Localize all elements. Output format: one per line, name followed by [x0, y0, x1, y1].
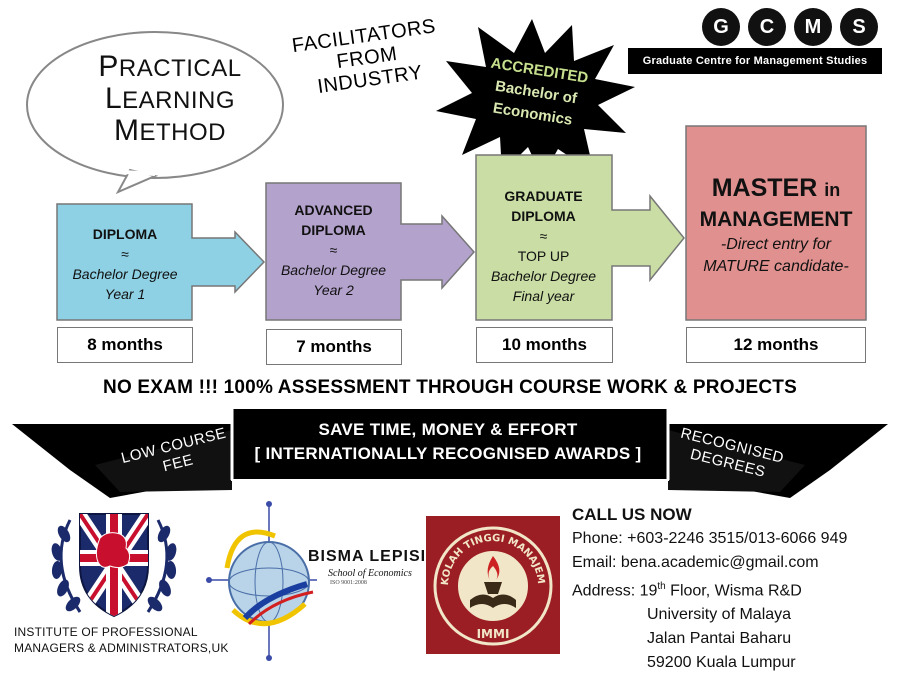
duration-graduate-diploma: 10 months [476, 327, 613, 363]
contact-address-line: 59200 Kuala Lumpur [647, 654, 796, 672]
step-master-text: MASTER in MANAGEMENT -Direct entry for M… [699, 174, 853, 275]
contact-block: CALL US NOW Phone: +603-2246 3515/013-60… [572, 503, 892, 675]
practical-learning-method: PRACTICAL LEARNING METHOD [98, 50, 242, 147]
logo-letter-g: G [702, 8, 740, 46]
step-diploma-box [56, 203, 266, 321]
duration-advanced-diploma: 7 months [266, 329, 402, 365]
step-advanced-diploma-text: ADVANCED DIPLOMA ≈ Bachelor Degree Year … [280, 202, 387, 298]
bisma-lepisi-iso: ISO 9001:2008 [330, 580, 367, 586]
step-graduate-diploma-text: GRADUATE DIPLOMA ≈ TOP UP Bachelor Degre… [490, 188, 597, 304]
step-master-box [685, 125, 867, 321]
step-diploma-text: DIPLOMA ≈ Bachelor Degree Year 1 [72, 226, 178, 302]
contact-heading: CALL US NOW [572, 505, 692, 524]
contact-address-line: University of Malaya [647, 606, 792, 624]
speech-bubble [26, 31, 284, 195]
contact-address-first: Address: 19th Floor, Wisma R&D [572, 581, 802, 600]
step-advanced-diploma-box [265, 182, 476, 321]
contact-address-line: Jalan Pantai Baharu [647, 630, 792, 648]
gcms-logo: G C M S [700, 8, 880, 48]
duration-diploma: 8 months [57, 327, 193, 363]
benefits-banner [12, 407, 888, 498]
bisma-lepisi-globe-logo [206, 501, 317, 661]
ipma-crest-logo [51, 513, 177, 618]
stm-immi-seal-logo: SEKOLAH TINGGI MANAJEMEN IMMI [426, 516, 560, 654]
ipma-name: INSTITUTE OF PROFESSIONAL MANAGERS & ADM… [14, 625, 229, 655]
pathway-diagram [56, 125, 867, 321]
banner-main-text: SAVE TIME, MONEY & EFFORT [ INTERNATIONA… [254, 420, 642, 463]
logo-letter-s: S [840, 8, 878, 46]
bisma-lepisi-name: BISMA LEPISI [308, 548, 427, 565]
gcms-name: Graduate Centre for Management Studies [628, 48, 882, 74]
step-graduate-diploma-box [475, 154, 685, 321]
logo-letter-c: C [748, 8, 786, 46]
duration-master: 12 months [686, 327, 866, 363]
bisma-lepisi-subtitle: School of Economics [328, 568, 412, 579]
svg-text:IMMI: IMMI [477, 627, 510, 641]
assessment-statement: NO EXAM !!! 100% ASSESSMENT THROUGH COUR… [103, 377, 797, 398]
contact-phone: Phone: +603-2246 3515/013-6066 949 [572, 530, 848, 547]
logo-letter-m: M [794, 8, 832, 46]
contact-email: Email: bena.academic@gmail.com [572, 554, 819, 571]
accredited-starburst [436, 19, 635, 177]
